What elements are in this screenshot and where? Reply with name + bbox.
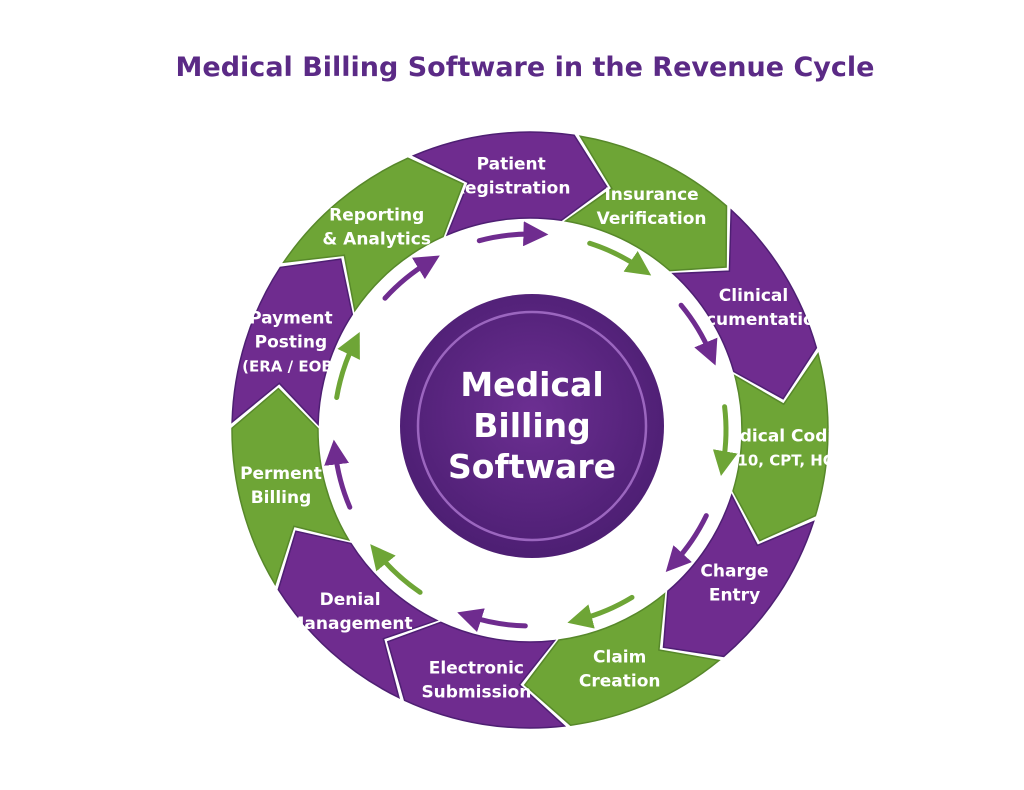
cycle-step-shape — [671, 208, 818, 400]
cycle-step-label: Payment — [249, 309, 333, 329]
flow-arrow — [678, 302, 718, 366]
cycle-step-label: Claim — [593, 648, 646, 668]
cycle-step-reporting-analytics: Reporting & Analytics — [282, 157, 465, 313]
cycle-step-label: (ICD-10, CPT, HCPCS) — [695, 452, 874, 470]
cycle-step-shape — [662, 493, 815, 658]
cycle-step-shape — [277, 530, 439, 699]
cycle-step-label: (ERA / EOB) — [242, 358, 339, 376]
flow-arrow — [567, 594, 635, 629]
cycle-step-label: Registration — [452, 179, 570, 199]
flow-arrow — [665, 513, 709, 573]
center-hub: Medical Billing Software — [400, 294, 664, 558]
flow-arrow — [334, 331, 360, 400]
cycle-step-shape — [282, 157, 465, 313]
cycle-step-shape — [386, 621, 567, 729]
center-label-line3: Software — [448, 447, 616, 486]
center-circle — [400, 294, 664, 558]
cycle-step-shape — [732, 352, 829, 542]
center-label-line2: Billing — [473, 406, 591, 445]
cycle-step-label: & Analytics — [322, 229, 431, 249]
center-ring — [416, 310, 648, 542]
cycle-step-label: Clinical — [719, 286, 788, 306]
flow-arrow — [457, 608, 528, 633]
cycle-step-label: Entry — [709, 585, 760, 605]
cycle-step-label: Verification — [597, 209, 707, 229]
cycle-step-label: Posting — [255, 333, 327, 353]
page-title: Medical Billing Software in the Revenue … — [176, 52, 875, 83]
cycle-step-shape — [563, 135, 728, 272]
flow-arrow — [382, 255, 440, 301]
cycle-step-shape — [411, 131, 608, 237]
flow-arrow — [476, 221, 549, 247]
cycle-step-label: Electronic — [429, 658, 524, 678]
cycle-step-label: Management — [288, 614, 413, 634]
flow-arrow — [324, 439, 353, 510]
cycle-step-label: Medical Coding — [711, 427, 857, 447]
flow-arrow — [587, 240, 652, 276]
cycle-step-shape — [231, 387, 351, 587]
flow-arrow — [370, 544, 423, 595]
center-label-line1: Medical — [460, 365, 603, 404]
cycle-step-label: Perment — [240, 464, 322, 484]
cycle-step-label: Patient — [477, 155, 546, 175]
cycle-step-label: Billing — [251, 488, 312, 508]
cycle-step-label: Submission — [421, 682, 531, 702]
cycle-step-shape — [231, 258, 354, 427]
cycle-step-label: Charge — [700, 561, 768, 581]
cycle-step-label: Creation — [579, 672, 661, 692]
cycle-step-shape — [523, 592, 721, 726]
cycle-step-medical-coding: Medical Coding (ICD-10, CPT, HCPCS) — [695, 352, 874, 542]
cycle-step-label: Insurance — [604, 185, 698, 205]
inner-flow-arrows — [324, 221, 738, 633]
cycle-step-label: Denial — [320, 590, 381, 610]
flow-arrow — [712, 404, 738, 477]
cycle-step-label: Reporting — [329, 205, 424, 225]
cycle-step-label: Documentation — [680, 310, 827, 330]
